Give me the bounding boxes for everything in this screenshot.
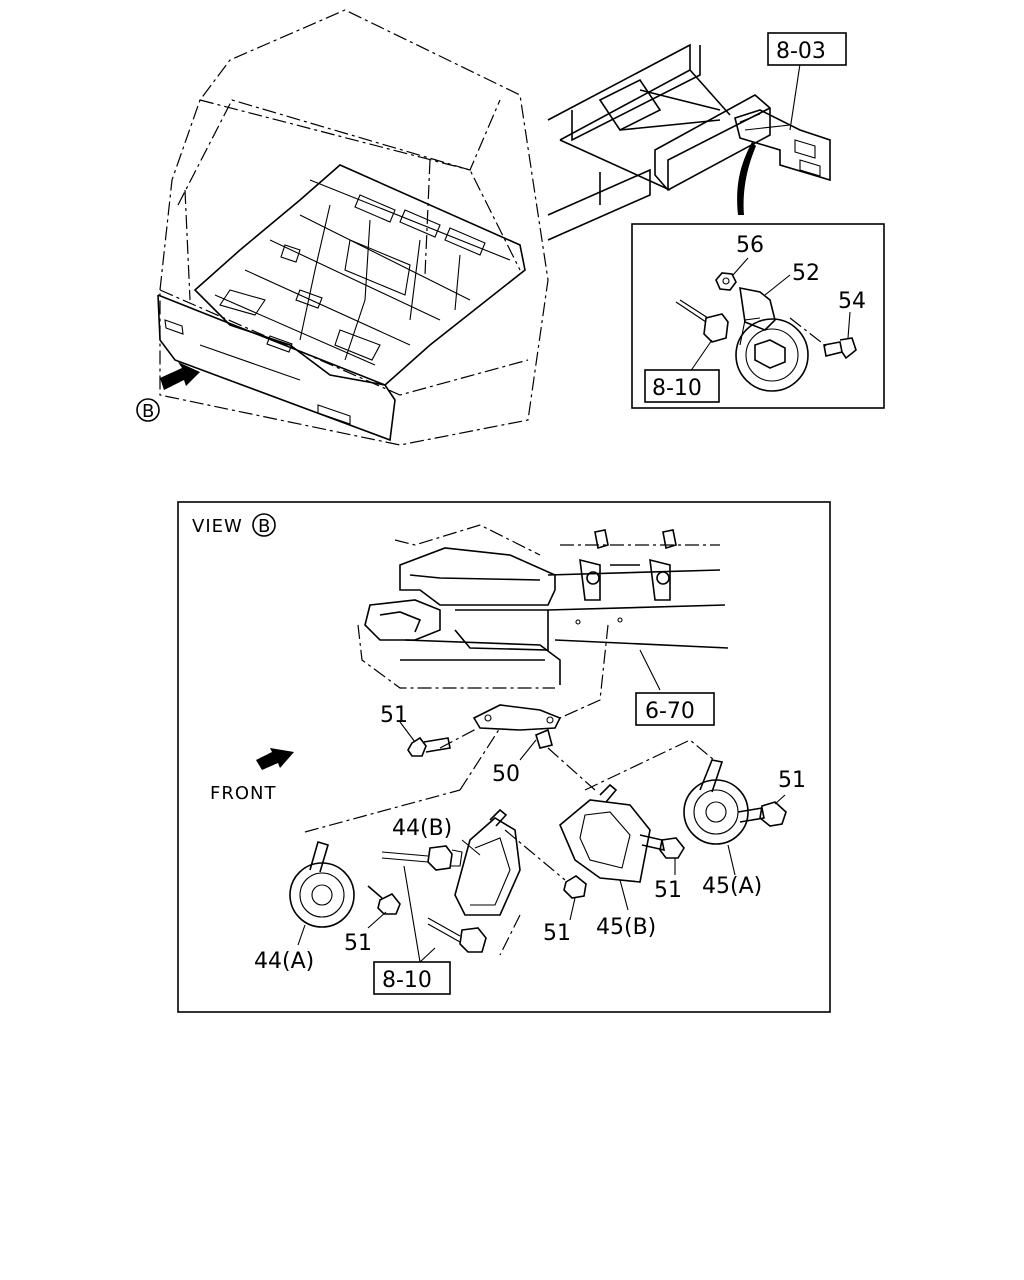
- part-52-label: 52: [792, 261, 820, 286]
- part-44b-label: 44(B): [392, 816, 452, 841]
- part-56-label: 56: [736, 233, 764, 258]
- view-title-marker: B: [258, 516, 271, 537]
- ref-box-6-70: 6-70: [635, 692, 715, 726]
- view-b-structure: [357, 524, 729, 691]
- ref-6-70-label: 6-70: [645, 699, 695, 724]
- ref-8-10-bottom-label: 8-10: [382, 968, 432, 993]
- part-51-center-label: 51: [654, 878, 682, 903]
- horn-45a: [584, 739, 787, 876]
- cab-illustration: [157, 9, 549, 446]
- bracket-50: [439, 624, 609, 791]
- horn-45b: [559, 783, 685, 911]
- part-51-right-label: 51: [778, 768, 806, 793]
- view-b-panel: [177, 501, 831, 1013]
- view-marker-b: B: [142, 401, 155, 422]
- horn-44b: [381, 808, 566, 956]
- view-b-arrow: B: [136, 362, 200, 422]
- ref-box-8-10-top: 8-10: [644, 369, 720, 403]
- chassis-frame: [547, 43, 831, 241]
- part-50-label: 50: [492, 762, 520, 787]
- ref-8-10-top-label: 8-10: [652, 376, 702, 401]
- part-51-lower-left-label: 51: [344, 931, 372, 956]
- ref-8-03-label: 8-03: [776, 39, 826, 64]
- part-51-left-label: 51: [380, 703, 408, 728]
- part-54-label: 54: [838, 289, 866, 314]
- detail-box-top: [631, 223, 885, 409]
- ref-box-8-10-bottom: 8-10: [373, 961, 451, 995]
- bolt-51-left: [399, 721, 451, 757]
- front-arrow: [256, 748, 294, 770]
- part-45b-label: 45(B): [596, 915, 656, 940]
- front-label: FRONT: [210, 783, 277, 804]
- horn-44a: [289, 789, 461, 946]
- part-45a-label: 45(A): [702, 874, 762, 899]
- ref-box-8-03: 8-03: [767, 32, 847, 66]
- bolt-51-lower-center: [563, 875, 587, 921]
- view-title: VIEW: [192, 516, 243, 537]
- part-51-lower-center-label: 51: [543, 921, 571, 946]
- part-44a-label: 44(A): [254, 949, 314, 974]
- connector-lower: [403, 865, 487, 963]
